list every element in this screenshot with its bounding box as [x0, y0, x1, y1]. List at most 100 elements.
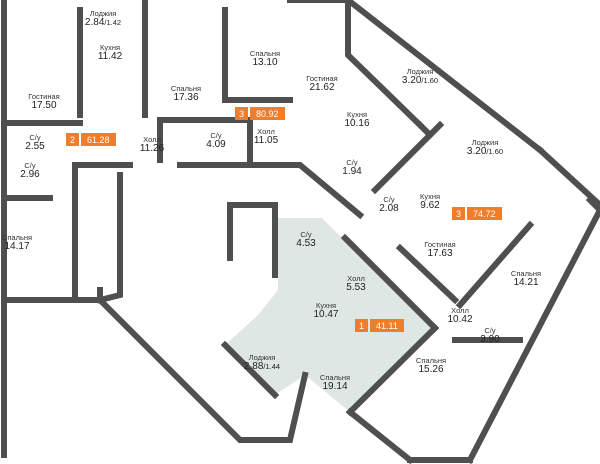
room-area: 5.53: [346, 281, 366, 294]
room-area: 11.42: [97, 50, 123, 63]
room-name: Лоджия: [406, 67, 434, 76]
room-area-reduced: /1.44: [263, 361, 281, 371]
room-name: Холл: [143, 135, 161, 144]
room-area-value: 13.10: [252, 56, 278, 68]
room-name: Спальня: [170, 84, 202, 93]
room-area-value: 3.90: [480, 333, 500, 345]
apartment-area: 74.72: [467, 207, 502, 220]
room-area: 17.63: [424, 247, 455, 260]
apartment-area: 80.92: [250, 107, 285, 120]
room-area-value: 17.63: [427, 247, 453, 259]
room-count: 3: [452, 207, 465, 220]
room-area: 11.05: [253, 134, 279, 147]
room-name: Лоджия: [248, 353, 276, 362]
room-name: С/у: [346, 158, 358, 167]
apartment-1-highlight[interactable]: [225, 218, 435, 412]
room-area-value: 10.47: [313, 308, 339, 320]
room-name: С/у: [300, 230, 312, 239]
room-name: Холл: [451, 306, 469, 315]
room-name: Холл: [257, 127, 275, 136]
room-name: С/у: [210, 131, 222, 140]
room-area-value: 4.09: [206, 138, 226, 150]
room-area-value: 1.94: [342, 165, 362, 177]
room-area: 3.20/1.60: [466, 145, 504, 158]
apartment-area: 61.28: [81, 133, 116, 146]
room-area: 10.47: [313, 308, 339, 321]
room-area: 2.08: [379, 203, 398, 215]
room-name: Лоджия: [89, 9, 117, 18]
room-area-value: 10.42: [447, 313, 473, 325]
room-area: 14.21: [511, 276, 541, 289]
room-area: 2.84/1.42: [84, 16, 121, 29]
room-area: 21.62: [306, 82, 337, 94]
room-area-value: 2.96: [20, 168, 40, 180]
room-name: Спальня: [510, 269, 542, 278]
room-area-value: 11.42: [97, 50, 123, 62]
room-count: 2: [66, 133, 79, 146]
apartment-area: 41.11: [370, 319, 404, 332]
room-area: 2.88/1.44: [244, 361, 281, 373]
room-area-value: 17.36: [173, 91, 199, 103]
room-area-value: 19.14: [322, 380, 348, 392]
room-name: С/у: [484, 326, 496, 335]
room-area-value: 3.20: [466, 145, 487, 157]
room-area: 15.26: [416, 364, 446, 376]
room-name: Гостиная: [28, 92, 60, 101]
room-area: 10.42: [447, 313, 473, 326]
room-area: 1.94: [342, 165, 362, 178]
room-area: 9.62: [420, 200, 440, 212]
room-name: Спальня: [1, 233, 33, 242]
room-area: 11.26: [139, 142, 165, 155]
room-name: Спальня: [319, 373, 351, 382]
room-area-value: 17.50: [31, 99, 57, 111]
room-area: 2.55: [25, 140, 45, 153]
room-area: 2.96: [20, 168, 40, 181]
room-area-value: 2.84: [84, 16, 105, 28]
room-area-reduced: /1.60: [421, 75, 439, 85]
room-area-value: 10.16: [344, 117, 370, 129]
room-area: 4.53: [296, 238, 315, 250]
room-area-value: 11.26: [139, 142, 165, 154]
room-area: 4.09: [206, 138, 226, 151]
room-name: Кухня: [315, 301, 337, 310]
room-name: Кухня: [346, 110, 368, 119]
room-count: 1: [355, 319, 368, 332]
room-area: 3.20/1.60: [402, 75, 439, 87]
room-area: 13.10: [250, 56, 280, 69]
room-area-value: 11.05: [253, 134, 279, 146]
room-name: Гостиная: [424, 240, 456, 249]
room-area-value: 2.55: [25, 140, 45, 152]
room-name: С/у: [383, 195, 395, 204]
room-area-value: 14.21: [513, 276, 539, 288]
room-name: Спальня: [415, 356, 447, 365]
room-area-reduced: /1.60: [486, 146, 504, 156]
room-name: Кухня: [99, 43, 121, 52]
room-area-value: 5.53: [346, 281, 366, 293]
room-area: 3.90: [480, 333, 500, 346]
room-count: 3: [235, 107, 248, 120]
